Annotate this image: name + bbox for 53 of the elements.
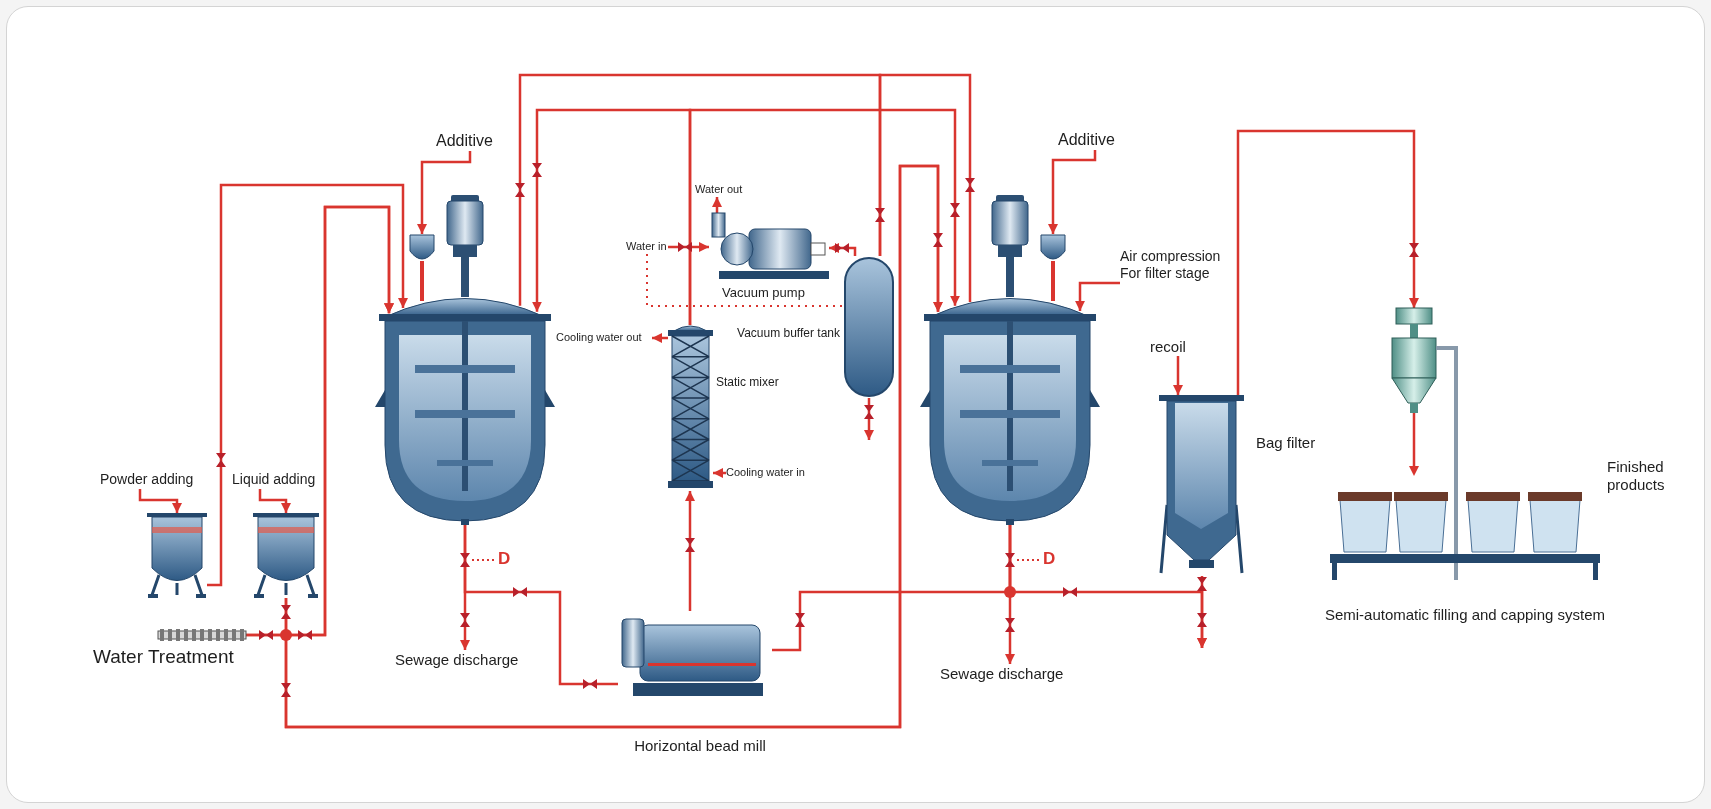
equipment-label: Water Treatment (93, 646, 235, 669)
drain-marker-label: D (1043, 549, 1056, 570)
pipe-arrow (207, 183, 408, 587)
filling-line-drawing (1330, 308, 1600, 580)
static-mixer-drawing (668, 325, 713, 491)
pipe-arrow (864, 398, 874, 440)
mixing-tank-drawing (375, 195, 555, 525)
outlet-label: Water out (695, 183, 755, 197)
pipe-line (878, 73, 972, 302)
pipe-arrow (685, 491, 695, 611)
outlet-label: Sewage discharge (395, 651, 535, 669)
bag-filter-drawing (1159, 395, 1244, 576)
equipment-label: Vacuum buffer tank (736, 326, 840, 341)
feed-label: Additive (436, 131, 510, 151)
outlet-label: Cooling water out (556, 331, 652, 345)
equipment-label: Horizontal bead mill (633, 737, 767, 755)
mixing-tank-drawing (920, 195, 1100, 525)
equipment-label: Bag filter (1256, 434, 1317, 452)
screw-conveyor-drawing (158, 629, 246, 641)
pipe-arrow (652, 333, 668, 343)
feed-label: Powder adding (100, 471, 205, 488)
pipe-line (463, 525, 618, 686)
feed-label: Liquid adding (232, 471, 322, 488)
feed-label: Air compression For filter stage (1120, 248, 1232, 282)
equipment-label: Vacuum pump (722, 285, 806, 301)
pipe-arrow (417, 151, 472, 234)
inlet-label: Cooling water in (726, 466, 812, 480)
feed-label: Additive (1058, 130, 1132, 150)
hopper-tank-drawing (147, 513, 207, 598)
equipment-label: Finished products (1607, 458, 1666, 494)
pipe-arrow (1173, 356, 1183, 395)
pipe-arrow (713, 468, 726, 478)
pipe-arrow (829, 243, 857, 256)
outlet-label: Sewage discharge (940, 665, 1080, 683)
equipment-label: Semi-automatic filling and capping system (1323, 606, 1607, 624)
pipe-arrow (712, 197, 722, 213)
pipe-arrow (258, 489, 291, 513)
pipe-arrow (1075, 281, 1120, 311)
pipe-line (646, 253, 844, 307)
vacuum-pump-drawing (709, 213, 829, 281)
pipe-arrow (688, 108, 960, 325)
pipe-arrow (1197, 576, 1207, 648)
inlet-label: Water in (626, 240, 668, 254)
buffer-tank-drawing (843, 256, 895, 398)
equipment-label: Static mixer (716, 375, 780, 390)
pipe-arrow (668, 242, 709, 252)
hopper-tank-drawing (253, 513, 319, 598)
pipe-arrow (138, 489, 182, 513)
pipe-line (518, 73, 882, 306)
pipe-arrow (1048, 150, 1097, 234)
pipe-arrow (1236, 129, 1419, 395)
drain-marker-label: D (498, 549, 511, 570)
feed-label: recoil (1150, 338, 1200, 356)
